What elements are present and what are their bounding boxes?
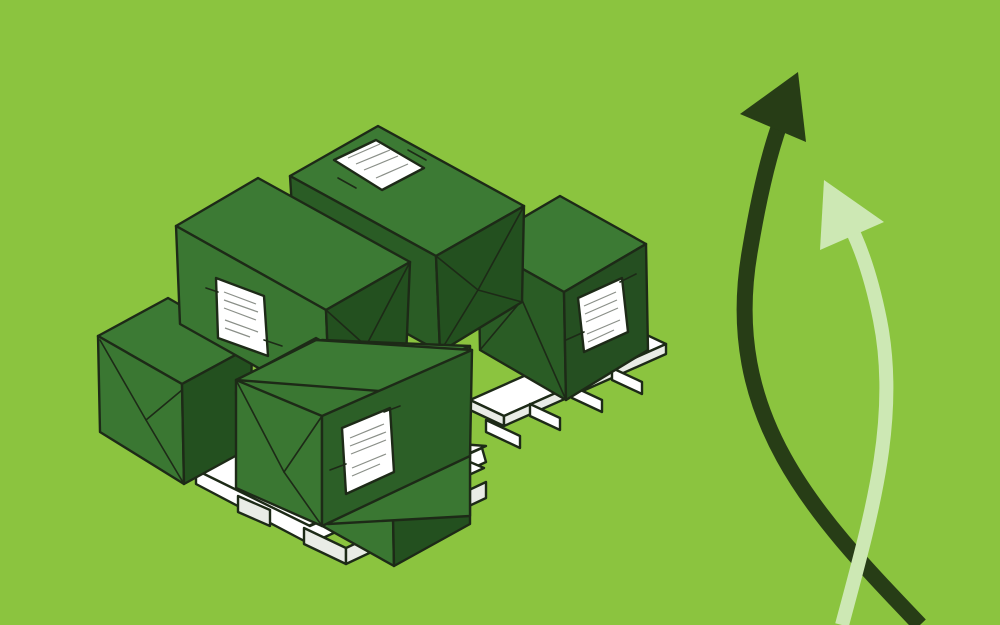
shipping-label-icon: [205, 276, 283, 358]
up-arrow-icon: [820, 180, 894, 625]
shipping-label-icon: [565, 273, 637, 354]
shipping-label-icon: [332, 138, 427, 192]
up-arrow-icon: [736, 72, 926, 625]
shipping-label-icon: [329, 405, 401, 496]
